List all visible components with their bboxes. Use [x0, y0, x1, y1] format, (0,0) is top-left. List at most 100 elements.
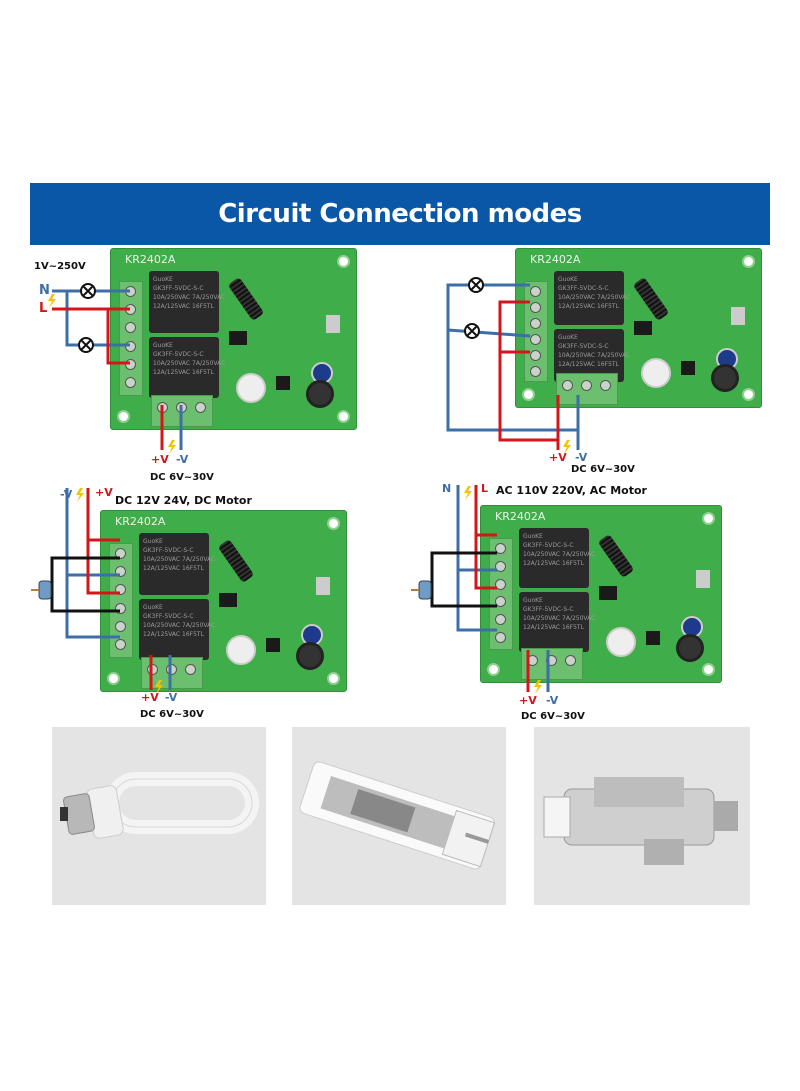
live-label: L: [481, 482, 489, 495]
terminal-screw: [495, 543, 506, 554]
chip: [229, 330, 247, 345]
terminal-screw: [530, 334, 541, 345]
motor-wire: [50, 590, 120, 613]
live-wire: [498, 352, 560, 442]
lightning-icon: [464, 486, 472, 500]
mounting-hole: [487, 663, 500, 676]
relay: GuoKE GK3FF-5VDC-S-C 10A/250VAC 7A/250VA…: [519, 592, 595, 653]
terminal-screw: [115, 584, 126, 596]
terminal-screw: [495, 560, 506, 572]
motor-wire: [430, 590, 497, 608]
terminal-screw: [530, 318, 541, 329]
bulb-image: [60, 772, 259, 839]
capacitor: [236, 372, 266, 403]
pushbutton: [731, 306, 745, 325]
mounting-hole: [107, 672, 120, 685]
chip: [276, 376, 290, 391]
chip: [219, 592, 237, 607]
terminal-screw: [600, 380, 611, 391]
neutral-wire: [65, 291, 130, 347]
live-wire: [498, 300, 530, 354]
banner: Circuit Connection modes: [30, 183, 770, 245]
banner-title: Circuit Connection modes: [218, 199, 582, 229]
terminal-screw: [115, 602, 126, 614]
lightning-icon: [563, 440, 571, 454]
plus-v-label: +V: [151, 453, 169, 466]
chip: [634, 321, 652, 335]
motor-icon: [411, 580, 432, 600]
terminal-screw: [495, 578, 506, 590]
terminal-screw: [115, 566, 126, 578]
inductor: [711, 364, 739, 393]
relay: GuoKE GK3FF-5VDC-S-C 10A/250VAC 7A/250VA…: [149, 271, 225, 333]
terminal-screw: [565, 655, 576, 666]
lightning-icon: [155, 680, 163, 694]
voltage-range-label: 1V~250V: [34, 261, 86, 272]
pushbutton: [316, 576, 330, 595]
inductor: [676, 634, 704, 663]
lightning-icon: [48, 294, 56, 308]
terminal-block: [489, 538, 513, 651]
terminal-block: [109, 543, 133, 658]
relay: GuoKE GK3FF-5VDC-S-C 10A/250VAC 7A/250VA…: [139, 533, 215, 595]
terminal-screw: [530, 350, 541, 361]
ac-motor-image: [543, 777, 738, 865]
board-model-label: KR2402A: [125, 253, 176, 266]
terminal-screw: [530, 286, 541, 297]
board-model-label: KR2402A: [530, 253, 581, 266]
terminal-screw: [115, 620, 126, 632]
mounting-hole: [337, 255, 350, 268]
negative-load-wire: [65, 488, 120, 639]
minus-v-label: -V: [546, 694, 559, 707]
terminal-screw: [495, 614, 506, 626]
relay: GuoKE GK3FF-5VDC-S-C 10A/250VAC 7A/250VA…: [139, 598, 215, 661]
capacitor: [226, 634, 256, 665]
live-wire: [474, 485, 497, 590]
terminal-screw: [495, 632, 506, 643]
mounting-hole: [702, 663, 715, 676]
load-title: AC 110V 220V, AC Motor: [496, 484, 647, 497]
plus-v-label: +V: [141, 691, 159, 704]
supply-label: DC 6V~30V: [150, 472, 214, 483]
mounting-hole: [327, 517, 340, 530]
load-minus-label: -V: [60, 488, 73, 501]
chip: [681, 361, 695, 375]
terminal-screw: [495, 596, 506, 608]
photo-bulb: [52, 727, 266, 905]
neutral-wire: [456, 485, 497, 632]
neutral-label: N: [39, 283, 50, 298]
neutral-wire: [447, 328, 531, 338]
terminal-screw: [195, 402, 206, 413]
neutral-label: N: [442, 482, 452, 495]
chip: [599, 586, 617, 601]
mounting-hole: [742, 255, 755, 268]
live-wire: [106, 309, 130, 365]
motor-icon: [31, 580, 52, 600]
terminal-screw: [115, 548, 126, 559]
pushbutton: [326, 314, 340, 333]
photo-curtain-motor: [292, 727, 506, 905]
terminal-screw: [125, 322, 136, 334]
mounting-hole: [522, 388, 535, 401]
plus-v-label: +V: [549, 451, 567, 464]
chip: [646, 630, 660, 645]
terminal-screw: [125, 377, 136, 388]
load-title: DC 12V 24V, DC Motor: [115, 494, 252, 507]
mounting-hole: [702, 512, 715, 525]
curtain-motor-image: [299, 761, 496, 870]
terminal-block: [524, 281, 548, 383]
plus-v-label: +V: [519, 694, 537, 707]
power-terminal-block: [521, 648, 583, 680]
terminal-block: [119, 281, 143, 396]
lightning-icon: [76, 488, 84, 502]
board-model-label: KR2402A: [115, 515, 166, 528]
mounting-hole: [337, 410, 350, 423]
board-model-label: KR2402A: [495, 510, 546, 523]
load-plus-label: +V: [95, 486, 113, 499]
live-label: L: [39, 301, 48, 316]
photo-ac-motor: [534, 727, 750, 905]
minus-v-label: -V: [165, 691, 178, 704]
minus-v-label: -V: [176, 453, 189, 466]
